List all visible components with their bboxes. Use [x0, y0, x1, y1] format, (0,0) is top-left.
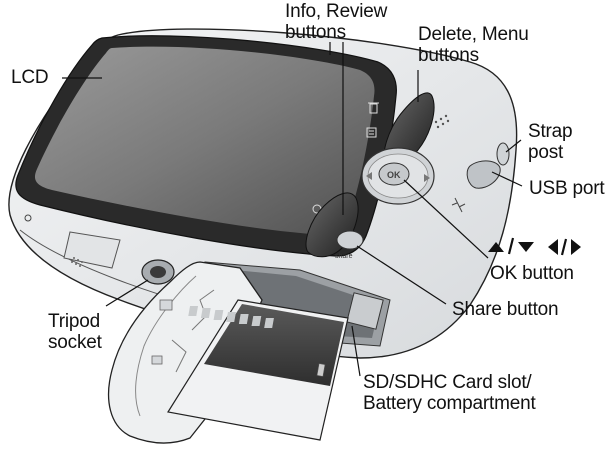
leader-lines: [62, 42, 523, 377]
lcd-screen: [34, 46, 375, 236]
speaker-grille-icon: [71, 257, 83, 267]
ok-mark: OK: [387, 170, 401, 180]
label-lcd: LCD: [11, 67, 49, 88]
menu-icon: [366, 127, 377, 138]
speaker-grille-icon: [434, 114, 450, 129]
label-info-review: Info, Review buttons: [285, 1, 388, 43]
label-strap-post: Strap post: [528, 121, 573, 163]
sd-card-icon: [167, 299, 349, 441]
up-down-arrows-icon: [488, 237, 534, 255]
usb-icon: [451, 197, 466, 213]
ok-button[interactable]: [378, 162, 410, 186]
strap-post: [496, 142, 510, 166]
usb-port: [466, 160, 501, 189]
trash-icon: [368, 102, 379, 114]
share-button[interactable]: [336, 230, 364, 250]
left-right-arrows-icon: [548, 238, 581, 256]
label-delete-menu: Delete, Menu buttons: [418, 24, 529, 66]
share-mark: share: [335, 253, 353, 260]
label-tripod-socket: Tripod socket: [48, 311, 102, 353]
label-usb-port: USB port: [529, 178, 605, 199]
label-ok-button: OK button: [490, 263, 574, 284]
label-share-button: Share button: [452, 299, 559, 320]
label-card-slot: SD/SDHC Card slot/ Battery compartment: [363, 372, 536, 414]
